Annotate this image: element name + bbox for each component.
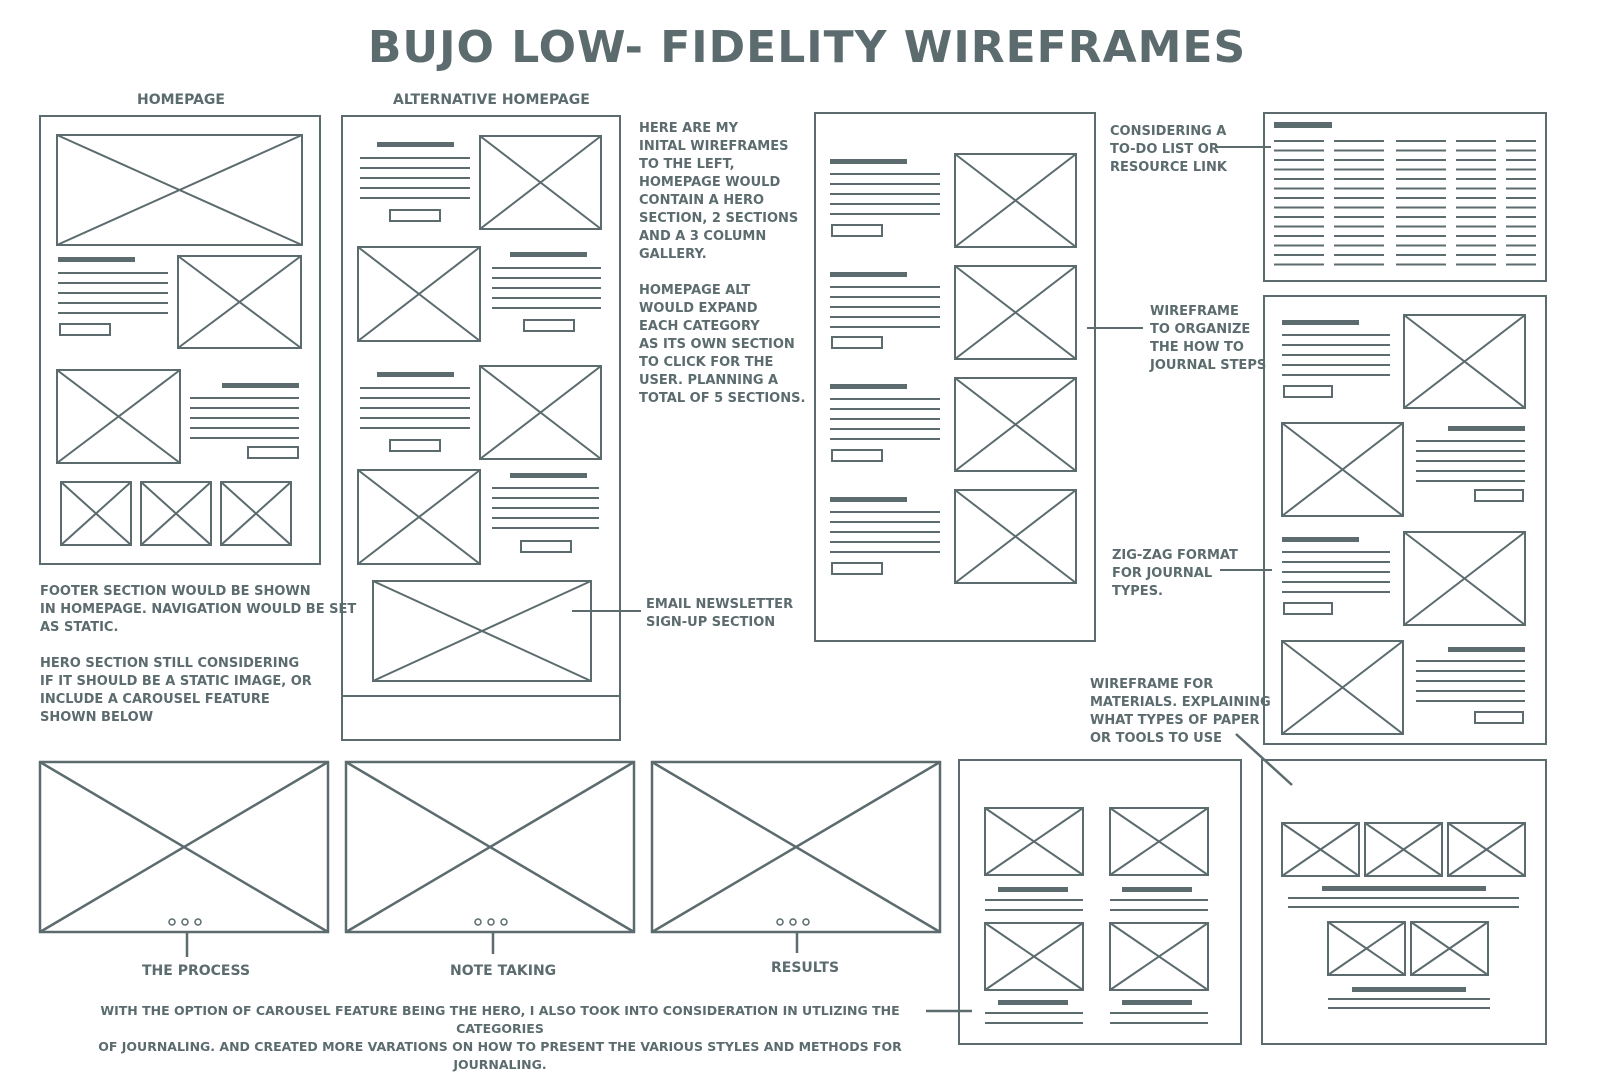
how-to-wireframe (814, 112, 1143, 642)
alt-homepage-label: ALTERNATIVE HOMEPAGE (393, 92, 590, 108)
footer-note: FOOTER SECTION WOULD BE SHOWN IN HOMEPAG… (40, 584, 357, 725)
materials-wireframe (1261, 759, 1547, 1045)
note-taking-label: NOTE TAKING (450, 963, 557, 979)
homepage-label: HOMEPAGE (137, 92, 225, 108)
initial-wireframes-note: HERE ARE MY INITAL WIREFRAMES TO THE LEF… (639, 121, 806, 406)
zigzag-wireframe (1220, 295, 1547, 745)
bottom-note: WITH THE OPTION OF CAROUSEL FEATURE BEIN… (98, 1003, 902, 1072)
howto-note: WIREFRAME TO ORGANIZE THE HOW TO JOURNAL… (1150, 304, 1267, 373)
process-label: THE PROCESS (142, 963, 251, 979)
todo-list-wireframe (1216, 112, 1547, 282)
materials-note: WIREFRAME FOR MATERIALS. EXPLAINING WHAT… (1090, 677, 1271, 746)
carousel-dots (168, 918, 810, 926)
gallery-grid-wireframe (958, 759, 1242, 1045)
carousel-connectors (185, 733, 1293, 1013)
hero-placeholder (56, 134, 303, 246)
homepage-wireframe (39, 115, 321, 565)
newsletter-note: EMAIL NEWSLETTER SIGN-UP SECTION (646, 597, 794, 630)
todo-note: CONSIDERING A TO-DO LIST OR RESOURCE LIN… (1110, 124, 1227, 175)
page-title: BUJO LOW- FIDELITY WIREFRAMES (367, 22, 1247, 73)
zigzag-note: ZIG-ZAG FORMAT FOR JOURNAL TYPES. (1112, 548, 1238, 599)
carousel-wireframes (38, 760, 942, 934)
alternative-homepage-wireframe (341, 115, 641, 741)
results-label: RESULTS (771, 960, 840, 976)
